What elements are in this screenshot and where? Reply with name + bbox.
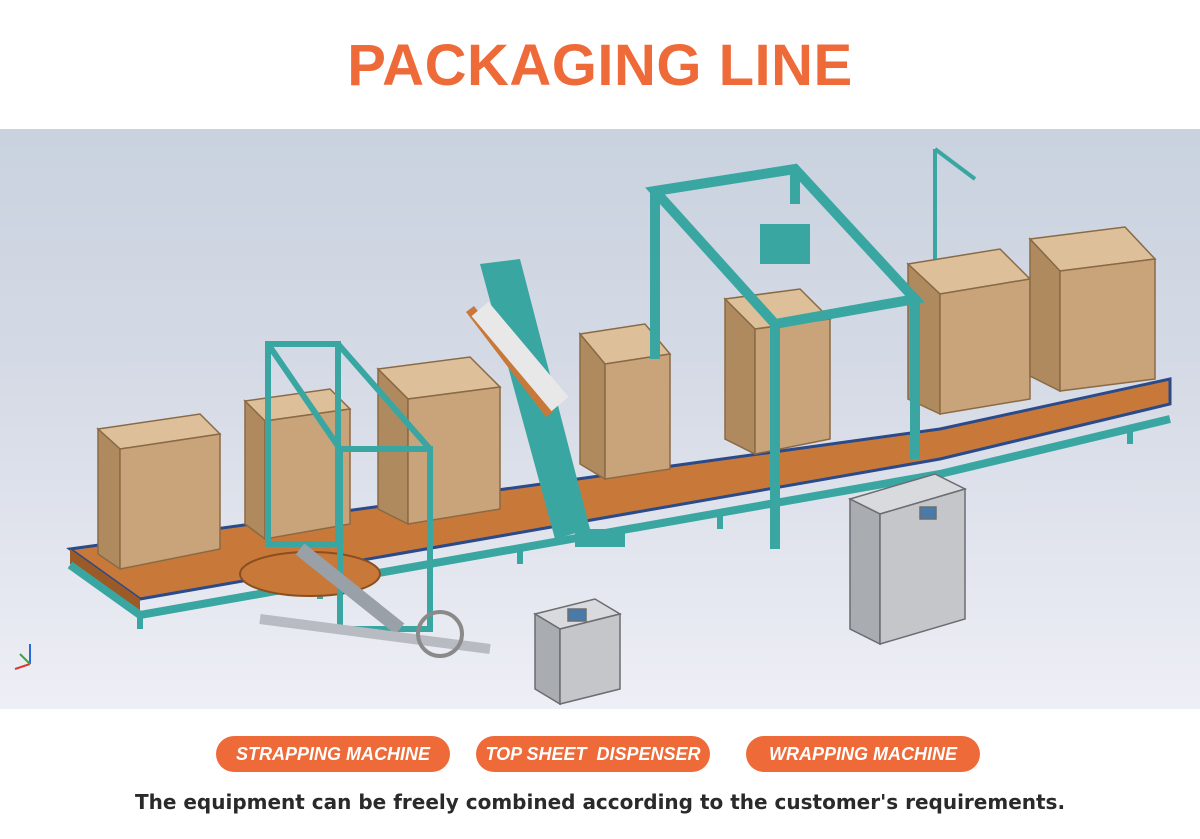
- top-sheet-dispenser-label[interactable]: TOP SHEET DISPENSER: [476, 736, 710, 772]
- page-title: PACKAGING LINE: [347, 33, 853, 98]
- top-sheet-dispenser: [466, 259, 625, 547]
- axis-gizmo-icon: [14, 644, 31, 670]
- strapping-machine: [259, 341, 491, 658]
- caption: The equipment can be freely combined acc…: [134, 790, 1066, 814]
- cartons: [96, 226, 1157, 571]
- packaging-line-illustration: [0, 129, 1200, 709]
- wrapping-machine: [645, 147, 977, 549]
- strapping-machine-label[interactable]: STRAPPING MACHINE: [216, 736, 450, 772]
- line-drawing: [14, 147, 1172, 706]
- wrapping-machine-label[interactable]: WRAPPING MACHINE: [746, 736, 980, 772]
- control-cabinets: [533, 473, 968, 706]
